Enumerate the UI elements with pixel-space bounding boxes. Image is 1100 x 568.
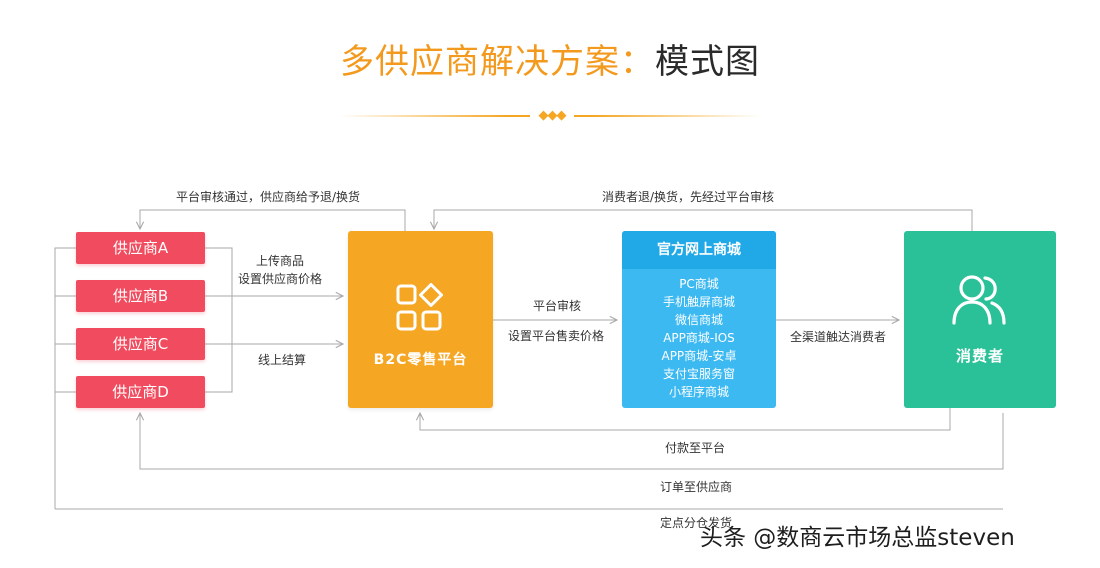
mall-channel: 支付宝服务窗 — [662, 367, 735, 381]
mall-channel: 小程序商城 — [668, 385, 729, 399]
label-top-right: 消费者退/换货，先经过平台审核 — [602, 190, 775, 204]
mall-channel: 微信商城 — [674, 313, 723, 327]
label-all-channel: 全渠道触达消费者 — [790, 330, 887, 344]
page-title: 多供应商解决方案：模式图 — [0, 40, 1100, 84]
order-line — [140, 413, 1004, 470]
supplier-b: 供应商B — [76, 280, 205, 312]
return-line-platform-to-supplier — [140, 209, 406, 231]
label-supplier-price: 设置供应商价格 — [238, 272, 323, 286]
b2c-platform-label: B2C零售平台 — [373, 352, 468, 368]
diamond-ornament-icon: ◆◆◆ — [530, 108, 574, 124]
supplier-bracket-left — [54, 247, 76, 509]
label-platform-review: 平台审核 — [533, 299, 582, 313]
label-top-left: 平台审核通过，供应商给予退/换货 — [176, 190, 361, 204]
official-mall-box: 官方网上商城 PC商城 手机触屏商城 微信商城 APP商城-IOS APP商城-… — [622, 231, 776, 408]
label-settlement: 线上结算 — [258, 353, 307, 367]
title-accent: 模式图 — [655, 42, 760, 82]
mall-channel-list: PC商城 手机触屏商城 微信商城 APP商城-IOS APP商城-安卓 支付宝服… — [622, 275, 776, 401]
mall-channel: PC商城 — [679, 277, 719, 291]
label-pay-platform: 付款至平台 — [665, 441, 726, 455]
users-icon — [952, 275, 1006, 325]
label-platform-price: 设置平台售卖价格 — [508, 329, 605, 343]
mall-header: 官方网上商城 — [622, 231, 776, 269]
label-delivery: 定点分仓发货 — [660, 516, 733, 530]
title-main: 多供应商解决方案： — [340, 42, 655, 82]
supplier-bracket-right — [205, 247, 233, 393]
consumer-box: 消费者 — [904, 231, 1056, 408]
supplier-d: 供应商D — [76, 376, 205, 408]
four-squares-icon — [396, 283, 443, 331]
watermark: 头条 @数商云市场总监steven — [700, 525, 1015, 551]
label-upload: 上传商品 — [256, 254, 305, 268]
label-order-supplier: 订单至供应商 — [660, 480, 733, 494]
consumer-label: 消费者 — [955, 347, 1004, 365]
return-line-consumer-to-platform — [434, 209, 973, 231]
mall-channel: APP商城-安卓 — [661, 349, 737, 363]
b2c-platform-box: B2C零售平台 — [348, 231, 493, 408]
mall-channel: APP商城-IOS — [663, 331, 735, 345]
payment-line — [420, 408, 951, 431]
supplier-c: 供应商C — [76, 328, 205, 360]
mall-channel: 手机触屏商城 — [662, 295, 735, 309]
supplier-a: 供应商A — [76, 232, 205, 264]
